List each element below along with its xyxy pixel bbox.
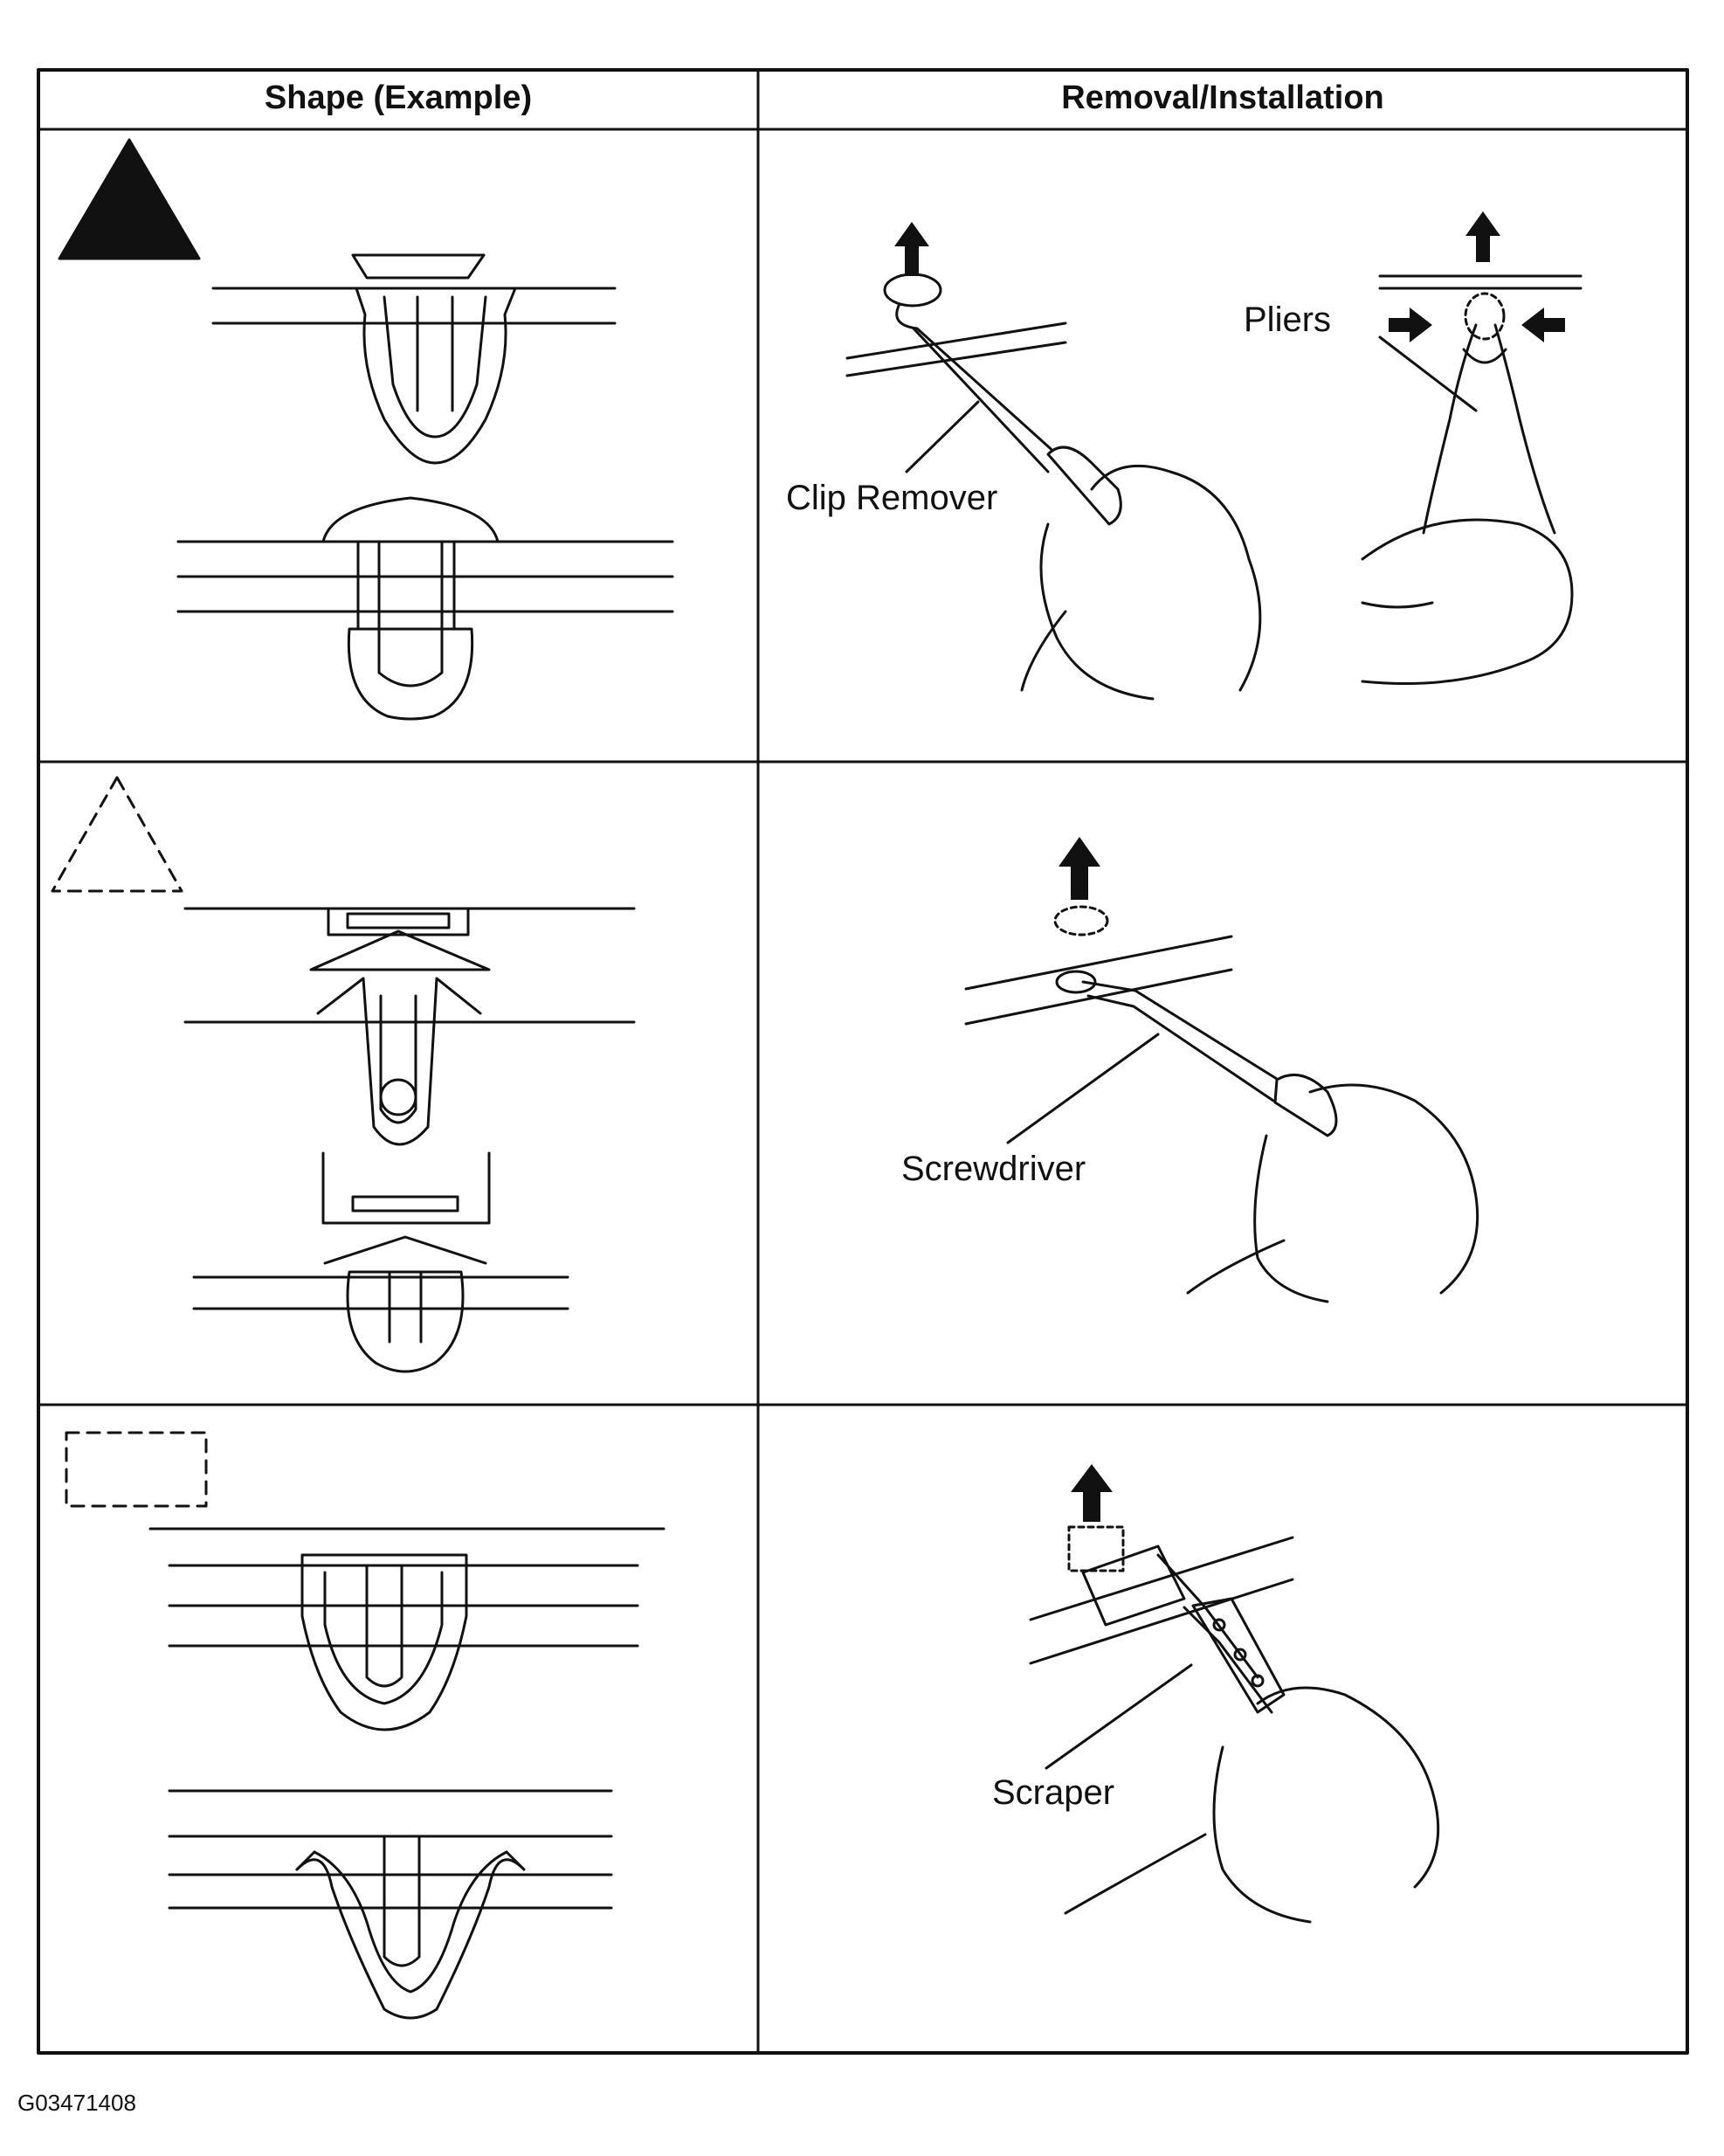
arrow-up-icon: [1465, 211, 1500, 262]
tool-label-clip-remover: Clip Remover: [786, 479, 998, 517]
arrow-left-icon: [1521, 308, 1565, 342]
figure-id: G03471408: [17, 2090, 136, 2116]
clip-illustration: [148, 1527, 665, 1731]
dashed-rectangle-marker: [65, 1431, 208, 1508]
pliers-illustration: [1361, 274, 1583, 685]
arrow-right-icon: [1389, 308, 1432, 342]
clip-illustration: [168, 1789, 613, 2020]
dashed-triangle-marker: [51, 776, 183, 893]
screwdriver-leader-line: [1006, 1033, 1160, 1144]
tool-label-scraper: Scraper: [992, 1773, 1115, 1812]
clip-illustration: [183, 907, 636, 1146]
arrow-up-icon: [894, 222, 929, 276]
column-header-removal: Removal/Installation: [1061, 79, 1384, 116]
screwdriver-illustration: [964, 905, 1479, 1303]
arrow-up-icon: [1071, 1464, 1113, 1522]
clip-illustration: [176, 496, 674, 721]
table-grid: [37, 68, 1689, 2055]
arrow-up-icon: [1059, 837, 1100, 900]
tool-label-pliers: Pliers: [1244, 301, 1332, 339]
scraper-illustration: [1029, 1525, 1440, 1924]
tool-label-screwdriver: Screwdriver: [901, 1150, 1086, 1188]
column-header-shape: Shape (Example): [264, 79, 533, 116]
clip-illustration: [192, 1151, 569, 1373]
scraper-leader-line: [1045, 1663, 1193, 1770]
clip-illustration: [211, 253, 617, 465]
clip-remover-illustration: [845, 273, 1262, 701]
clip-remover-leader-line: [905, 400, 980, 473]
pliers-leader-line: [1378, 335, 1478, 412]
solid-triangle-marker: [58, 138, 201, 260]
